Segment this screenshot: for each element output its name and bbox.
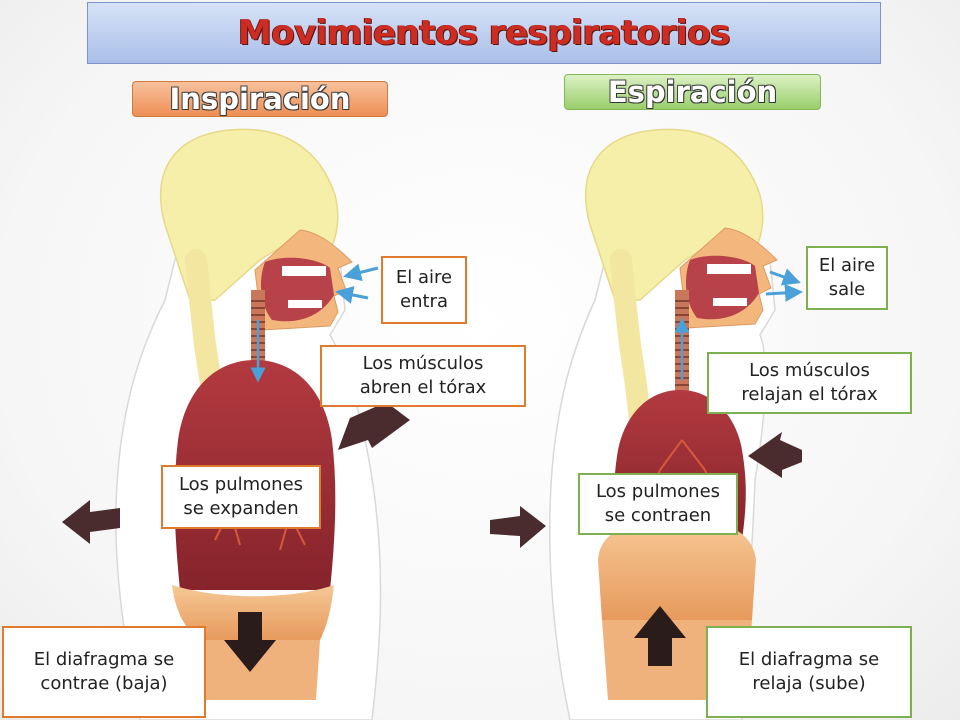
label-muscles-relax: Los músculos relajan el tórax xyxy=(707,352,912,414)
airflow-arrow-in-1 xyxy=(343,263,379,282)
label-air-out: El aire sale xyxy=(806,246,888,310)
chest-expand-arrow xyxy=(338,396,410,450)
upper-teeth xyxy=(282,266,326,276)
label-lungs-contract: Los pulmones se contraen xyxy=(578,473,738,535)
inspiration-heading: Inspiración xyxy=(132,81,388,117)
chest-relax-arrow xyxy=(748,432,802,478)
diaphragm-up-arrow xyxy=(634,606,686,666)
title-banner: Movimientos respiratorios xyxy=(87,2,881,64)
spine xyxy=(610,249,651,431)
chest-expand-arrow-outward xyxy=(62,500,120,544)
abdomen xyxy=(200,640,320,700)
expiration-heading: Espiración xyxy=(564,74,821,110)
chest-contract-arrow-inward xyxy=(490,506,546,548)
airflow-arrow-out-2 xyxy=(765,283,803,302)
diaphragm-down-arrow xyxy=(224,612,276,672)
label-muscles-open: Los músculos abren el tórax xyxy=(320,345,526,407)
lower-teeth xyxy=(288,300,322,308)
label-diaphragm-contracts: El diafragma se contrae (baja) xyxy=(2,626,206,718)
upper-teeth xyxy=(707,264,751,274)
diaphragm xyxy=(598,520,756,620)
page-title: Movimientos respiratorios xyxy=(238,13,730,53)
label-diaphragm-relaxes: El diafragma se relaja (sube) xyxy=(706,626,912,718)
lower-teeth xyxy=(713,298,747,306)
label-lungs-expand: Los pulmones se expanden xyxy=(161,465,321,529)
bronchi xyxy=(649,439,716,496)
airflow-arrow-out-1 xyxy=(769,268,801,286)
airflow-arrow-in-2 xyxy=(335,286,369,304)
label-air-in: El aire entra xyxy=(381,256,467,324)
